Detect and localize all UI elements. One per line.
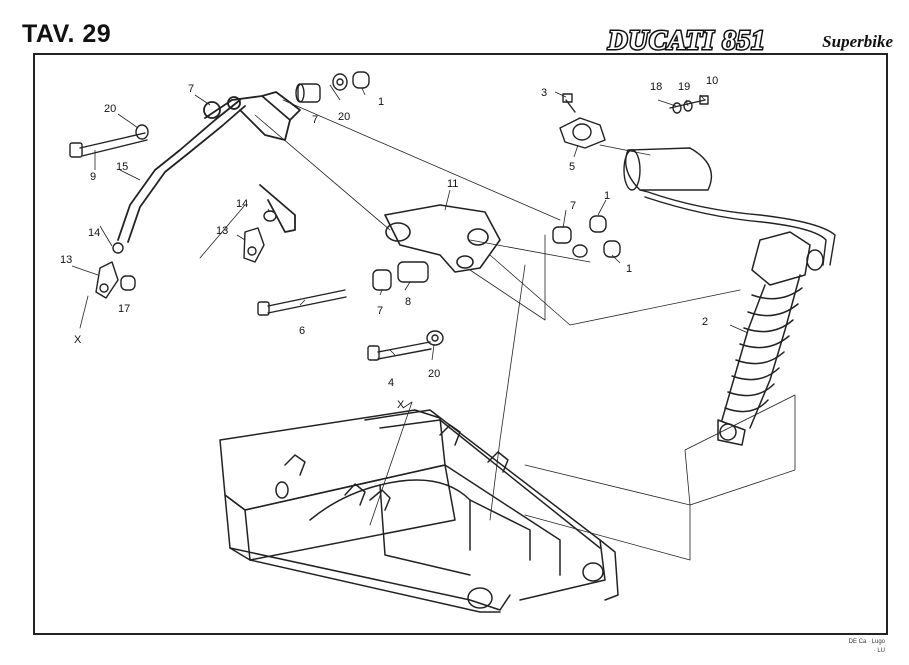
printer-credit-line-2: · LU bbox=[873, 648, 885, 654]
upper-bracket-15 bbox=[117, 91, 301, 243]
swingarm bbox=[219, 409, 619, 613]
callout-label: 3 bbox=[541, 87, 547, 99]
callout-label: 10 bbox=[706, 75, 718, 87]
rocker-linkage-11 bbox=[384, 204, 501, 273]
callout-label: 8 bbox=[405, 296, 411, 308]
callout-label: X bbox=[74, 334, 82, 346]
callout-label: 1 bbox=[378, 96, 384, 108]
callout-label: 14 bbox=[88, 227, 100, 239]
bolt-4 bbox=[367, 341, 432, 361]
reference-lines bbox=[79, 99, 741, 526]
diagram-frame bbox=[33, 53, 888, 635]
brand-logo-text: DUCATI 851 bbox=[607, 25, 766, 54]
brand-header: DUCATI 851 Superbike bbox=[606, 22, 893, 54]
reference-panel bbox=[524, 394, 796, 561]
callout-label: 11 bbox=[447, 178, 458, 190]
callout-leaders bbox=[71, 84, 749, 409]
printer-credit: DE Ca · Lugo · LU bbox=[849, 638, 885, 656]
callout-label: X bbox=[397, 399, 405, 411]
bolt-9 bbox=[69, 132, 148, 158]
callout-label: 5 bbox=[569, 161, 575, 173]
callout-label: 20 bbox=[104, 103, 116, 115]
callout-label: 4 bbox=[388, 377, 394, 389]
ducati-851-logo: DUCATI 851 bbox=[606, 24, 766, 54]
callout-label: 19 bbox=[678, 81, 690, 93]
callout-label: 13 bbox=[216, 225, 228, 237]
callout-label: 1 bbox=[604, 190, 610, 202]
bolt-6 bbox=[257, 289, 347, 316]
callout-label: 15 bbox=[116, 161, 128, 173]
callout-label: 6 bbox=[299, 325, 305, 337]
callout-label: 2 bbox=[702, 316, 708, 328]
callout-label: 13 bbox=[60, 254, 72, 266]
reservoir-clamp-5 bbox=[559, 117, 606, 149]
callout-label: 1 bbox=[626, 263, 632, 275]
callout-label: 14 bbox=[236, 198, 248, 210]
callout-label: 7 bbox=[570, 200, 576, 212]
shock-reservoir bbox=[623, 147, 836, 266]
rear-shock-absorber-2 bbox=[717, 231, 824, 446]
callout-label: 7 bbox=[377, 305, 383, 317]
callout-label: 20 bbox=[428, 368, 440, 380]
callout-label: 17 bbox=[118, 303, 130, 315]
plate-title: TAV. 29 bbox=[22, 20, 112, 48]
bushings-and-washers bbox=[95, 71, 621, 346]
callout-label: 20 bbox=[338, 111, 350, 123]
callout-label: 9 bbox=[90, 171, 96, 183]
printer-credit-line-1: DE Ca · Lugo bbox=[848, 639, 885, 645]
bolt-10-assembly bbox=[562, 93, 709, 114]
callout-label: 7 bbox=[188, 83, 194, 95]
callout-label: 18 bbox=[650, 81, 662, 93]
brand-model: Superbike bbox=[822, 32, 893, 51]
callout-label: 7 bbox=[312, 114, 318, 126]
callouts: 7 20 9 15 14 13 17 X 7 20 1 14 13 11 7 1… bbox=[60, 75, 718, 411]
